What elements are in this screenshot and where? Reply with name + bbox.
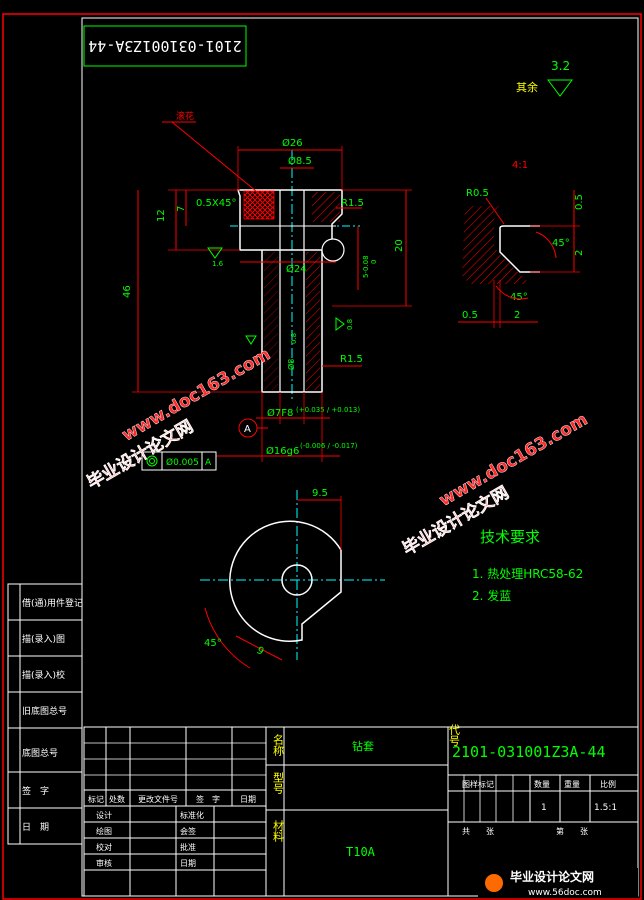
dim-d24: Ø24 (286, 263, 307, 275)
dim-h20: 20 (394, 239, 405, 252)
left-strip-5: 底图总号 (22, 747, 58, 759)
tb-row-approve: 批准 (180, 842, 196, 852)
runout-value: Ø0.005 (166, 457, 199, 468)
left-strip-3: 描(录入)校 (22, 669, 65, 681)
tb-material-label: 材料 (272, 819, 285, 843)
dim-d16g6-tol: (-0.006 / -0.017) (300, 442, 358, 450)
inner-frame (81, 17, 639, 897)
mirrored-code-box: 2101-031001Z3A-44 (83, 25, 247, 67)
tb-code-label: 代号 (448, 724, 461, 747)
datum-label: A (244, 424, 251, 435)
detail-h0-5: 0.5 (462, 310, 478, 321)
dim-chamfer: 0.5X45° (196, 198, 236, 209)
tb-hdr-mark: 标记 (88, 794, 104, 804)
title-block: 标记 处数 更改文件号 签 字 日期 设计 标准化 绘图 会签 校对 批准 审核… (83, 724, 639, 897)
tb-row-countersign: 会签 (180, 826, 196, 836)
runout-frame: Ø0.005 A (141, 451, 217, 471)
top-view: 9.5 45° 9 (200, 488, 385, 669)
watermark-2-site: www.doc163.com (436, 410, 591, 511)
watermark-1: www.doc163.com 毕业设计论文网 (83, 344, 274, 493)
tb-stage-scale: 比例 (600, 779, 616, 789)
roughness-note: 其余 3.2 (516, 59, 573, 97)
main-section-view (230, 150, 360, 400)
rough-1-6: 1.6 (212, 260, 224, 268)
tb-scale: 1.5:1 (594, 803, 617, 813)
logo-icon (485, 874, 503, 892)
dim-d9-5: 9.5 (312, 488, 328, 499)
tech-item-1: 1. 热处理HRC58-62 (472, 567, 583, 581)
detail-r0-5: R0.5 (466, 188, 489, 199)
knurl-note: 滚花 (176, 110, 194, 122)
tb-hdr-doc: 更改文件号 (138, 794, 178, 804)
dim-h7: 7 (176, 206, 187, 212)
left-strip-7: 日 期 (22, 822, 49, 833)
tb-row-check: 校对 (96, 842, 112, 852)
tb-code-value: 2101-031001Z3A-44 (452, 743, 606, 761)
footer-logo: 毕业设计论文网 www.56doc.com (478, 868, 638, 898)
left-strip: 借(通)用件登记 描(录入)图 描(录入)校 旧底图总号 底图总号 签 字 日 … (7, 583, 83, 845)
roughness-label: 其余 (516, 80, 538, 94)
tb-row-draw: 绘图 (96, 826, 112, 836)
rough-small: 0.8 (290, 333, 298, 344)
tb-stage-mark: 图样标记 (462, 779, 494, 789)
dim-h46: 46 (122, 285, 133, 298)
dim-r1-5-top: R1.5 (341, 198, 364, 209)
dim-d-mid: Ø8 (286, 359, 296, 370)
detail-v0-5: 0.5 (574, 194, 585, 210)
rough-0-8: 0.8 (346, 319, 354, 330)
tech-requirements: 技术要求 1. 热处理HRC58-62 2. 发蓝 (472, 528, 583, 603)
tb-model-label: 型号 (272, 771, 285, 795)
tech-title: 技术要求 (480, 528, 540, 546)
detail-view: 4:1 0.5 2 R0.5 45° 45° 0.5 2 (458, 160, 585, 328)
dim-d9: 9 (255, 645, 266, 658)
detail-h2: 2 (514, 310, 520, 321)
dim-tol-lower: 5-0.08 (362, 255, 370, 278)
dim-d7f8-tol: (+0.035 / +0.013) (296, 406, 360, 414)
detail-scale: 4:1 (512, 160, 528, 171)
mirrored-code: 2101-031001Z3A-44 (88, 37, 242, 55)
dim-r1-5-bot: R1.5 (340, 354, 363, 365)
tech-item-2: 2. 发蓝 (472, 588, 511, 603)
tb-hdr-count: 处数 (109, 794, 125, 804)
tb-row-design: 设计 (96, 810, 112, 820)
tb-hdr-date: 日期 (240, 795, 256, 804)
knurl-pattern (243, 190, 275, 220)
tb-row-standard: 标准化 (180, 810, 204, 820)
tb-sheets: 共 张 (462, 827, 494, 836)
tb-row-date: 日期 (180, 859, 196, 868)
dim-d16g6: Ø16g6 (266, 445, 299, 457)
detail-v2: 2 (574, 250, 585, 256)
tb-name-label: 名称 (272, 733, 285, 757)
dim-h12: 12 (156, 209, 167, 222)
dim-tol-upper: 0 (370, 260, 378, 264)
left-strip-1: 借(通)用件登记 (22, 597, 83, 609)
tb-sheet: 第 张 (556, 826, 588, 836)
detail-a45-bot: 45° (510, 292, 528, 303)
left-strip-4: 旧底图总号 (22, 705, 67, 717)
tb-stage-weight: 重量 (564, 779, 580, 789)
left-strip-6: 签 字 (22, 785, 49, 797)
roughness-value: 3.2 (551, 59, 570, 73)
dim-d7f8: Ø7F8 (267, 407, 293, 419)
main-dimensions: Ø26 Ø8.5 滚花 0.5X45° R1.5 12 7 46 20 0 5-… (122, 110, 412, 471)
tb-stage-qty: 数量 (534, 779, 550, 789)
roughness-symbol (547, 79, 573, 97)
dim-d8-5: Ø8.5 (288, 155, 312, 167)
tb-material-value: T10A (346, 845, 376, 859)
tb-qty: 1 (541, 803, 547, 813)
left-strip-2: 描(录入)图 (22, 633, 65, 645)
runout-datum: A (205, 458, 212, 468)
detail-a45-top: 45° (552, 238, 570, 249)
tb-name-value: 钻套 (352, 739, 374, 753)
dim-d26: Ø26 (282, 137, 303, 149)
footer-brand: 毕业设计论文网 (510, 869, 594, 884)
footer-site: www.56doc.com (528, 888, 602, 898)
tb-row-review: 审核 (96, 858, 112, 868)
outer-border (2, 13, 642, 900)
tb-hdr-sign: 签 字 (196, 794, 220, 804)
dim-a45: 45° (204, 638, 222, 649)
